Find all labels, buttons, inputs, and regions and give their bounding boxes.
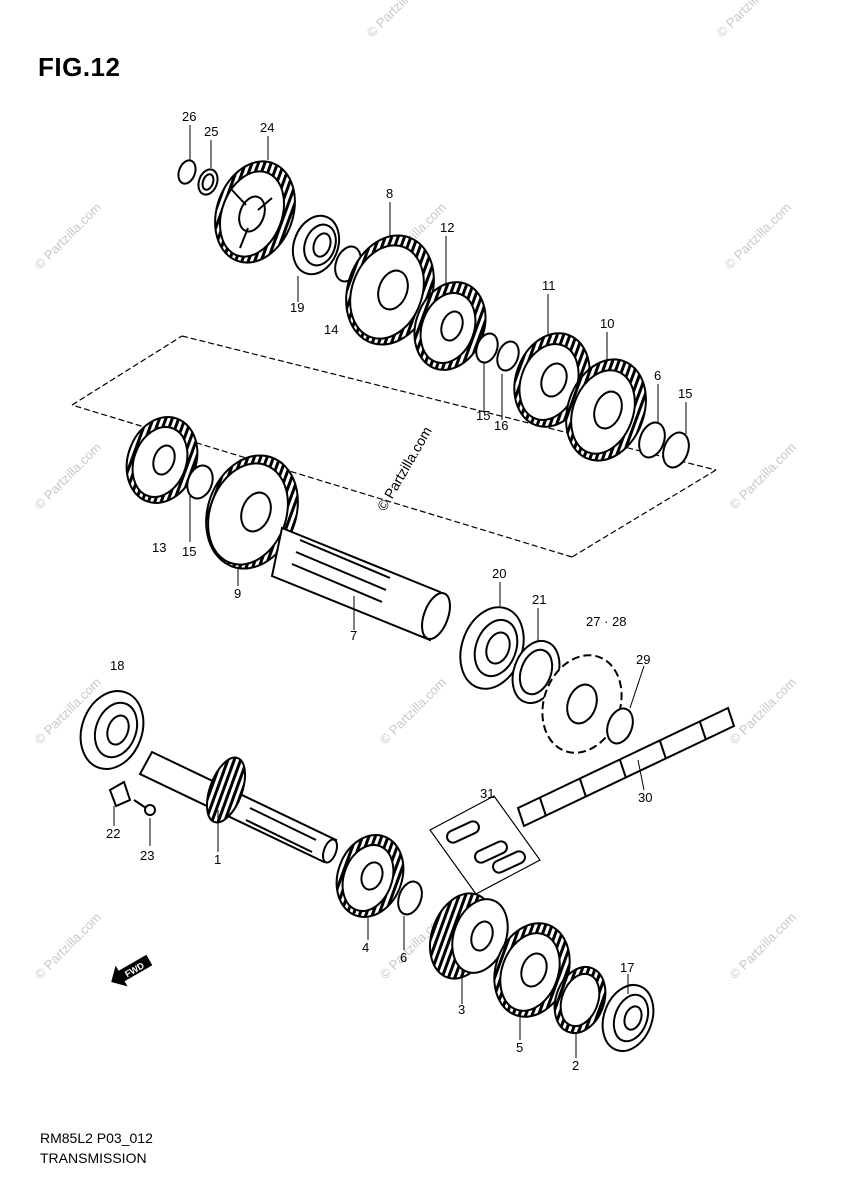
callout-6: 6 xyxy=(654,368,661,383)
gear-3 xyxy=(429,892,509,980)
callout-18: 18 xyxy=(110,658,124,673)
watermark: © Partzilla.com xyxy=(374,424,435,514)
gear-24 xyxy=(214,160,296,264)
countershaft-7 xyxy=(270,526,451,642)
callout-10: 10 xyxy=(600,316,614,331)
callout-17: 17 xyxy=(620,960,634,975)
washer-15-lower xyxy=(186,464,214,500)
callout-3: 3 xyxy=(458,1002,465,1017)
callout-25: 25 xyxy=(204,124,218,139)
drive-chain-30 xyxy=(516,706,736,828)
chain-joint-31 xyxy=(429,795,541,895)
callout-19: 19 xyxy=(290,300,304,315)
bearing-20 xyxy=(459,606,525,690)
callout-12: 12 xyxy=(440,220,454,235)
washer-15 xyxy=(475,332,499,364)
circlip-26 xyxy=(177,159,197,185)
watermark: © Partzilla.com xyxy=(377,675,450,748)
washer-6-lower xyxy=(397,880,423,916)
mainshaft-1 xyxy=(138,750,338,864)
gear-2 xyxy=(553,966,607,1034)
callout-5: 5 xyxy=(516,1040,523,1055)
bearing-retainer-22 xyxy=(108,780,132,808)
callout-15: 15 xyxy=(678,386,692,401)
screw-23 xyxy=(133,799,156,816)
callout-31: 31 xyxy=(480,786,494,801)
circlip-15 xyxy=(662,431,690,469)
callout-14: 14 xyxy=(324,322,338,337)
watermark: © Partzilla.com xyxy=(722,200,795,273)
callout-23: 23 xyxy=(140,848,154,863)
watermark: © Partzilla.com xyxy=(32,200,105,273)
callout-15: 15 xyxy=(182,544,196,559)
callout-11: 11 xyxy=(542,278,556,293)
bearing-18 xyxy=(79,690,145,770)
gear-4 xyxy=(335,834,405,918)
callout-20: 20 xyxy=(492,566,506,581)
watermark: © Partzilla.com xyxy=(727,910,800,983)
gear-13 xyxy=(125,416,199,504)
callout-15: 15 xyxy=(476,408,490,423)
watermark: © Partzilla.com xyxy=(32,910,105,983)
callout-2: 2 xyxy=(572,1058,579,1073)
forward-arrow-icon: FWD xyxy=(111,954,153,987)
callout-22: 22 xyxy=(106,826,120,841)
callout-27-28: 27 · 28 xyxy=(586,614,626,629)
diagram-code: RM85L2 P03_012 xyxy=(40,1130,153,1146)
diagram-caption: TRANSMISSION xyxy=(40,1150,147,1166)
callout-9: 9 xyxy=(234,586,241,601)
washer-25 xyxy=(197,168,219,196)
callout-16: 16 xyxy=(494,418,508,433)
callout-21: 21 xyxy=(532,592,546,607)
callout-29: 29 xyxy=(636,652,650,667)
leader-lines xyxy=(113,125,687,1058)
callout-13: 13 xyxy=(152,540,166,555)
bearing-17 xyxy=(601,984,655,1052)
bearing-19 xyxy=(291,214,341,276)
watermark: © Partzilla.com xyxy=(727,675,800,748)
callout-24: 24 xyxy=(260,120,274,135)
gear-12 xyxy=(413,281,487,371)
figure-title: FIG.12 xyxy=(38,52,121,82)
watermark: © Partzilla.com xyxy=(364,0,437,40)
callout-labels: 26 25 24 8 12 19 14 11 10 6 15 15 16 13 … xyxy=(106,109,692,1073)
watermark: © Partzilla.com xyxy=(727,440,800,513)
callout-6: 6 xyxy=(400,950,407,965)
gear-5 xyxy=(493,922,571,1018)
gear-9 xyxy=(205,454,299,570)
watermark: © Partzilla.com xyxy=(714,0,787,40)
callout-4: 4 xyxy=(362,940,369,955)
callout-8: 8 xyxy=(386,186,393,201)
callout-30: 30 xyxy=(638,790,652,805)
callout-26: 26 xyxy=(182,109,196,124)
callout-1: 1 xyxy=(214,852,221,867)
callout-7: 7 xyxy=(350,628,357,643)
circlip-29 xyxy=(606,707,634,745)
watermark: © Partzilla.com xyxy=(32,440,105,513)
gear-8 xyxy=(345,234,435,346)
circlip-16 xyxy=(496,340,520,372)
gear-10 xyxy=(565,358,647,462)
